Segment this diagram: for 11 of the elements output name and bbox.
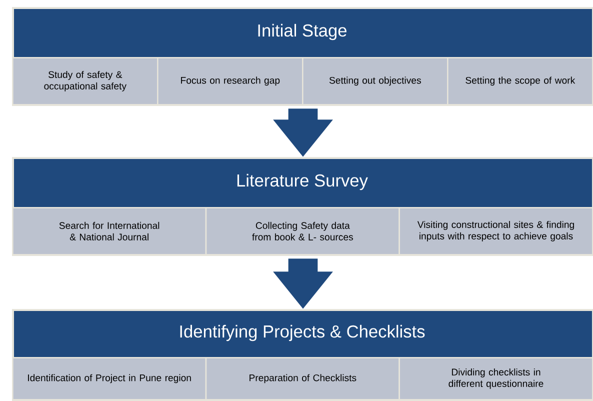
step-cell: Preparation of Checklists (205, 357, 400, 400)
step-cell: Search for International & National Journal (12, 207, 207, 256)
step-cell: Study of safety & occupational safety (12, 57, 158, 106)
step-cell: Setting the scope of work (447, 57, 593, 106)
step-cell: Collecting Safety data from book & L- sources (205, 207, 400, 256)
step-cell: Dividing checklists in different questionnaire (398, 357, 593, 400)
step-cell: Focus on research gap (157, 57, 304, 106)
node-label: Preparation of Checklists (250, 374, 356, 384)
step-cell: Identification of Project in Pune region (12, 357, 207, 400)
step-cell: Setting out objectives (302, 57, 448, 106)
step-cell: Visiting constructional sites & finding inputs with respect to achieve goals (398, 207, 593, 256)
